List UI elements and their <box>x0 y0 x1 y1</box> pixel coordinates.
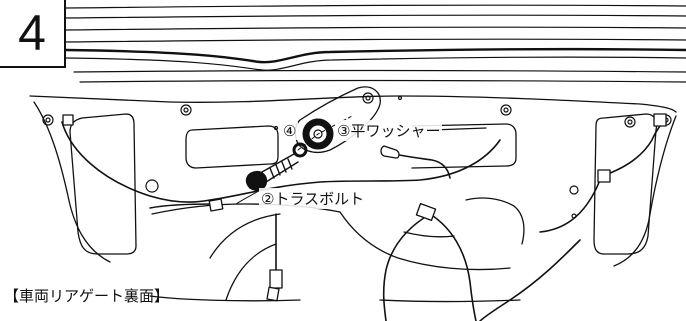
inner-panel <box>29 95 677 303</box>
diagram-caption: 【車両リアゲート裏面】 <box>4 287 170 305</box>
flat-washer <box>302 118 334 150</box>
step-number: 4 <box>18 5 46 61</box>
label-washer-4: ④ <box>281 122 299 140</box>
lock-washer <box>292 142 308 158</box>
step-number-box: 4 <box>0 0 66 68</box>
label-flat-washer: ③平ワッシャー <box>335 120 443 141</box>
connectors <box>62 113 667 302</box>
label-truss-bolt: ②トラスボルト <box>259 188 367 209</box>
tailgate-top-lines <box>64 4 686 83</box>
